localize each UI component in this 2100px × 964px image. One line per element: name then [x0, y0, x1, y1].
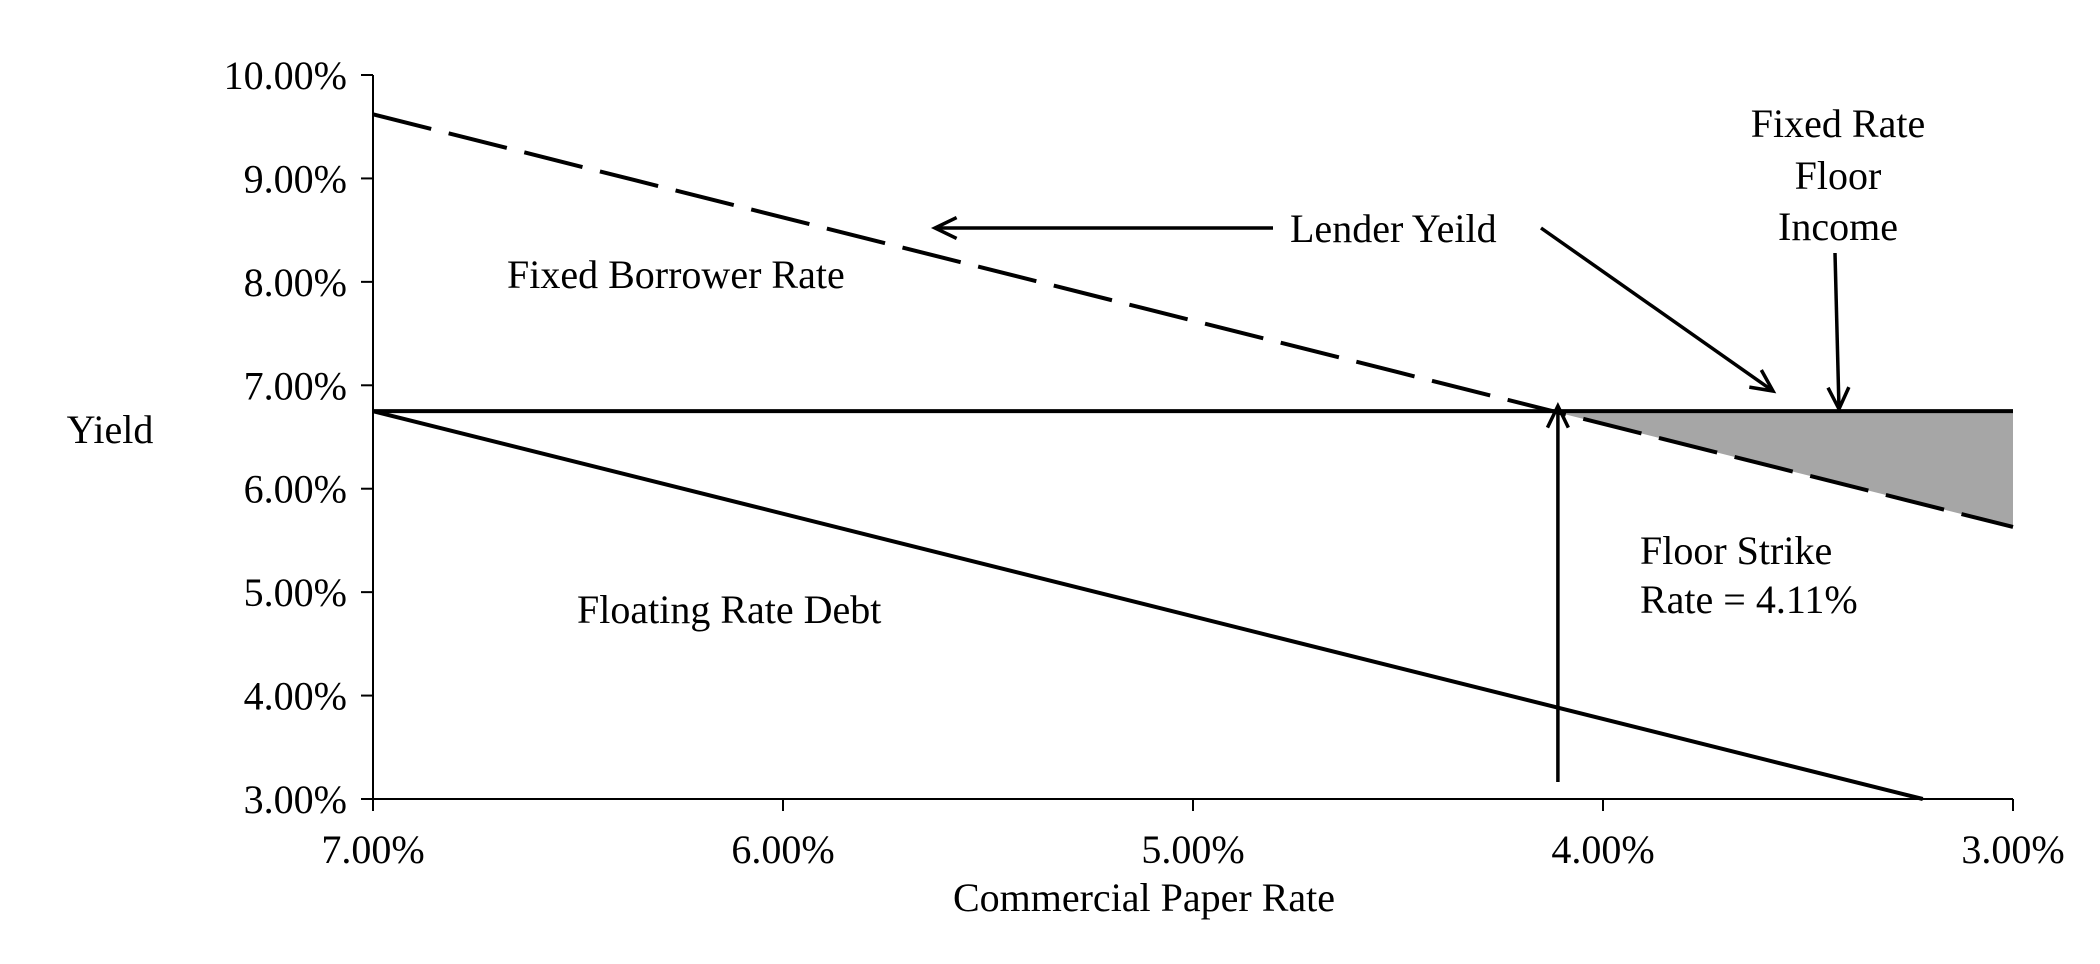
lender-yield-arrow-right	[1539, 226, 1775, 393]
floating-debt-label: Floating Rate Debt	[577, 587, 881, 632]
floor-strike-line-1: Floor Strike	[1640, 528, 1832, 573]
lender-yield-arrow-left-head	[930, 215, 958, 241]
x-tick-label: 3.00%	[1961, 827, 2064, 872]
lender-yield-line	[372, 112, 2014, 529]
y-tick-label: 8.00%	[244, 260, 347, 305]
y-tick-label: 6.00%	[244, 467, 347, 512]
x-tick-label: 6.00%	[731, 827, 834, 872]
annotation-arrows	[930, 215, 1851, 782]
floor-strike-line-2: Rate = 4.11%	[1640, 577, 1858, 622]
fixed-floor-income-line-1: Fixed Rate	[1751, 101, 1925, 146]
floor-income-arrow-head	[1826, 386, 1851, 414]
floor-income-arrow	[1833, 252, 1841, 410]
series-group	[372, 112, 2014, 801]
floor-strike-arrow-head	[1545, 401, 1570, 429]
x-tick-label: 4.00%	[1551, 827, 1654, 872]
fixed-floor-income-line-2: Floor	[1795, 153, 1882, 198]
plot-area: 3.00% 4.00% 5.00% 6.00% 7.00% 8.00% 9.00% 10.00…	[224, 53, 2065, 872]
y-tick-label: 4.00%	[244, 674, 347, 719]
fixed-borrower-label: Fixed Borrower Rate	[507, 252, 845, 297]
x-tick-label: 5.00%	[1141, 827, 1244, 872]
y-tick-label: 9.00%	[244, 156, 347, 201]
y-tick-label: 7.00%	[244, 363, 347, 408]
y-tick-label: 3.00%	[244, 777, 347, 822]
fixed-floor-income-line-3: Income	[1778, 204, 1898, 249]
axis-ticks: 3.00% 4.00% 5.00% 6.00% 7.00% 8.00% 9.00% 10.00…	[224, 53, 2065, 872]
lender-yield-arrow-right-head	[1749, 369, 1777, 394]
lender-yield-label: Lender Yeild	[1290, 206, 1497, 251]
y-tick-label: 5.00%	[244, 570, 347, 615]
x-tick-label: 7.00%	[321, 827, 424, 872]
y-tick-label: 10.00%	[224, 53, 347, 98]
y-axis-title: Yield	[67, 407, 154, 452]
floating-rate-debt-line	[372, 409, 1924, 801]
x-axis-title: Commercial Paper Rate	[953, 875, 1335, 920]
